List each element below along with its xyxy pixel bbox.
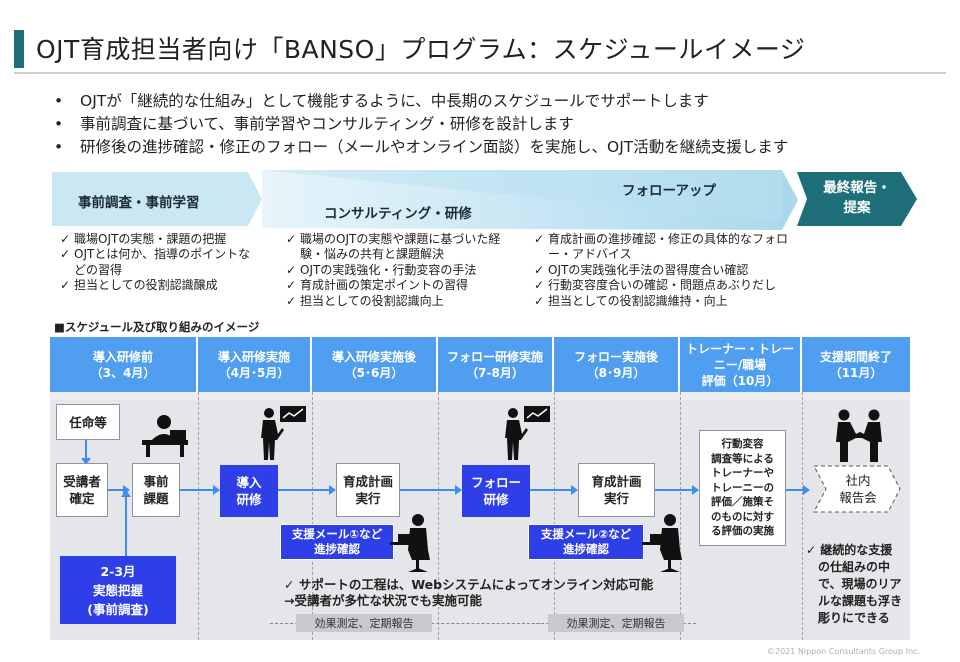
flow-arrow-head bbox=[213, 485, 220, 495]
timeline-col-6: トレーナー・トレーニー/職場評価（10月） bbox=[680, 337, 802, 392]
flow-arrow-head bbox=[329, 485, 336, 495]
schedule-flow-area bbox=[50, 392, 910, 640]
timeline-col-4: フォロー研修実施（7-8月） bbox=[438, 337, 554, 392]
intro-training-box: 導入研修 bbox=[220, 465, 278, 517]
checklist-pre: 職場OJTの実態・課題の把握 OJTとは何か、指導のポイントなどの習得 担当とし… bbox=[60, 232, 256, 294]
measurement-pill-2: 効果測定、定期報告 bbox=[548, 614, 684, 632]
title-accent-bar bbox=[14, 30, 24, 68]
flow-arrow bbox=[530, 489, 572, 491]
flow-arrow-head bbox=[803, 485, 810, 495]
title-divider bbox=[14, 72, 946, 74]
bullet-marker: • bbox=[54, 115, 64, 133]
bullet-marker: • bbox=[54, 92, 64, 110]
flow-arrow-head bbox=[571, 485, 578, 495]
checklist-item: 担当としての役割認識醸成 bbox=[60, 278, 256, 294]
checklist-item: 担当としての役割認識維持・向上 bbox=[534, 294, 798, 310]
pre-assignment-box: 事前課題 bbox=[132, 463, 180, 517]
appointment-box: 任命等 bbox=[56, 404, 120, 440]
bullet-item: •研修後の進捗確認・修正のフォロー（メールやオンライン面談）を実施し、OJT活動… bbox=[54, 136, 944, 159]
phase-pre-label: 事前調査・事前学習 bbox=[78, 195, 200, 211]
checklist-item: 行動変容度合いの確認・問題点あぶりだし bbox=[534, 278, 798, 294]
timeline-col-3: 導入研修実施後（5･6月） bbox=[312, 337, 438, 392]
bullet-item: •OJTが「継続的な仕組み」として機能するように、中長期のスケジュールでサポート… bbox=[54, 90, 944, 113]
checklist-item: OJTの実践強化手法の習得度合い確認 bbox=[534, 263, 798, 279]
pre-survey-box: 2-3月実態把握(事前調査) bbox=[60, 556, 176, 624]
presenter-icon bbox=[261, 406, 306, 460]
copyright-text: ©2021 Nippon Consultants Group Inc. bbox=[766, 647, 920, 656]
presenter-icon bbox=[505, 406, 550, 460]
flow-arrow-vertical bbox=[125, 496, 127, 556]
flow-arrow bbox=[108, 489, 124, 491]
flow-arrow-head bbox=[692, 485, 699, 495]
flow-arrow-head bbox=[121, 490, 131, 497]
checklist-item: 担当としての役割認識向上 bbox=[286, 294, 522, 310]
handshake-icon bbox=[836, 409, 882, 462]
flow-arrow bbox=[786, 489, 804, 491]
checklist-item: 職場のOJTの実態や課題に基づいた経験・悩みの共有と課題解決 bbox=[286, 232, 522, 263]
final-note: ✓ 継続的な支援 の仕組みの中 で、現場のリア ルな課題も浮き 彫りにできる bbox=[806, 543, 903, 625]
checklist-follow: 育成計画の進捗確認・修正の具体的なフォロー・アドバイス OJTの実践強化手法の習… bbox=[534, 232, 798, 309]
timeline-col-7: 支援期間終了（11月） bbox=[802, 337, 910, 392]
phase-follow-label: フォローアップ bbox=[622, 183, 716, 199]
column-divider bbox=[198, 392, 199, 640]
measurement-pill-1: 効果測定、定期報告 bbox=[296, 614, 432, 632]
online-support-note: ✓ サポートの工程は、Webシステムによってオンライン対応可能 →受講者が多忙な… bbox=[284, 577, 654, 608]
column-divider bbox=[680, 392, 681, 640]
participant-confirm-box: 受講者確定 bbox=[56, 463, 108, 517]
checklist-item: 育成計画の策定ポイントの習得 bbox=[286, 278, 522, 294]
support-mail-2-box: 支援メール②など進捗確認 bbox=[528, 524, 644, 560]
plan-execution-box-2: 育成計画実行 bbox=[578, 463, 655, 517]
support-mail-1-box: 支援メール①など進捗確認 bbox=[280, 524, 394, 560]
timeline-col-1: 導入研修前（3、4月） bbox=[50, 337, 198, 392]
checklist-consult: 職場のOJTの実態や課題に基づいた経験・悩みの共有と課題解決 OJTの実践強化・… bbox=[286, 232, 522, 309]
column-divider bbox=[554, 392, 555, 640]
flow-arrow-head bbox=[81, 458, 91, 465]
bullet-marker: • bbox=[54, 138, 64, 156]
phase-final-label: 最終報告・ 提案 bbox=[823, 180, 891, 216]
phase-consult-follow-wedge bbox=[262, 170, 798, 230]
timeline-col-5: フォロー実施後（8･9月） bbox=[554, 337, 680, 392]
seated-laptop-user-icon bbox=[642, 514, 682, 572]
flow-arrow bbox=[655, 489, 693, 491]
checklist-item: 育成計画の進捗確認・修正の具体的なフォロー・アドバイス bbox=[534, 232, 798, 263]
plan-execution-box-1: 育成計画実行 bbox=[336, 463, 400, 517]
column-divider bbox=[438, 392, 439, 640]
flow-arrow bbox=[400, 489, 456, 491]
bullet-item: •事前調査に基づいて、事前学習やコンサルティング・研修を設計します bbox=[54, 113, 944, 136]
desk-worker-icon bbox=[142, 415, 188, 457]
internal-report-label: 社内報告会 bbox=[839, 473, 877, 505]
phase-pre-arrow bbox=[52, 172, 262, 226]
column-divider bbox=[802, 392, 803, 640]
internal-report-box bbox=[813, 465, 901, 513]
schedule-section-label: ■スケジュール及び取り組みのイメージ bbox=[54, 320, 260, 334]
phase-consult-label: コンサルティング・研修 bbox=[324, 206, 472, 222]
page-title: OJT育成担当者向け「BANSO」プログラム：スケジュールイメージ bbox=[36, 35, 806, 64]
follow-training-box: フォロー研修 bbox=[462, 465, 530, 517]
seated-laptop-user-icon bbox=[390, 514, 430, 572]
checklist-item: OJTとは何か、指導のポイントなどの習得 bbox=[60, 247, 256, 278]
summary-bullets: •OJTが「継続的な仕組み」として機能するように、中長期のスケジュールでサポート… bbox=[54, 90, 944, 159]
timeline-col-2: 導入研修実施（4月･5月） bbox=[198, 337, 312, 392]
evaluation-box: 行動変容調査等によるトレーナーやトレーニーの評価／施策そのものに対する評価の実施 bbox=[699, 430, 786, 546]
phase-final-arrow bbox=[797, 172, 917, 226]
column-divider bbox=[312, 392, 313, 640]
flow-arrow bbox=[180, 489, 214, 491]
flow-arrow-head bbox=[455, 485, 462, 495]
flow-arrow bbox=[278, 489, 330, 491]
checklist-item: OJTの実践強化・行動変容の手法 bbox=[286, 263, 522, 279]
flow-arrow-vertical bbox=[85, 440, 87, 462]
checklist-item: 職場OJTの実態・課題の把握 bbox=[60, 232, 256, 248]
